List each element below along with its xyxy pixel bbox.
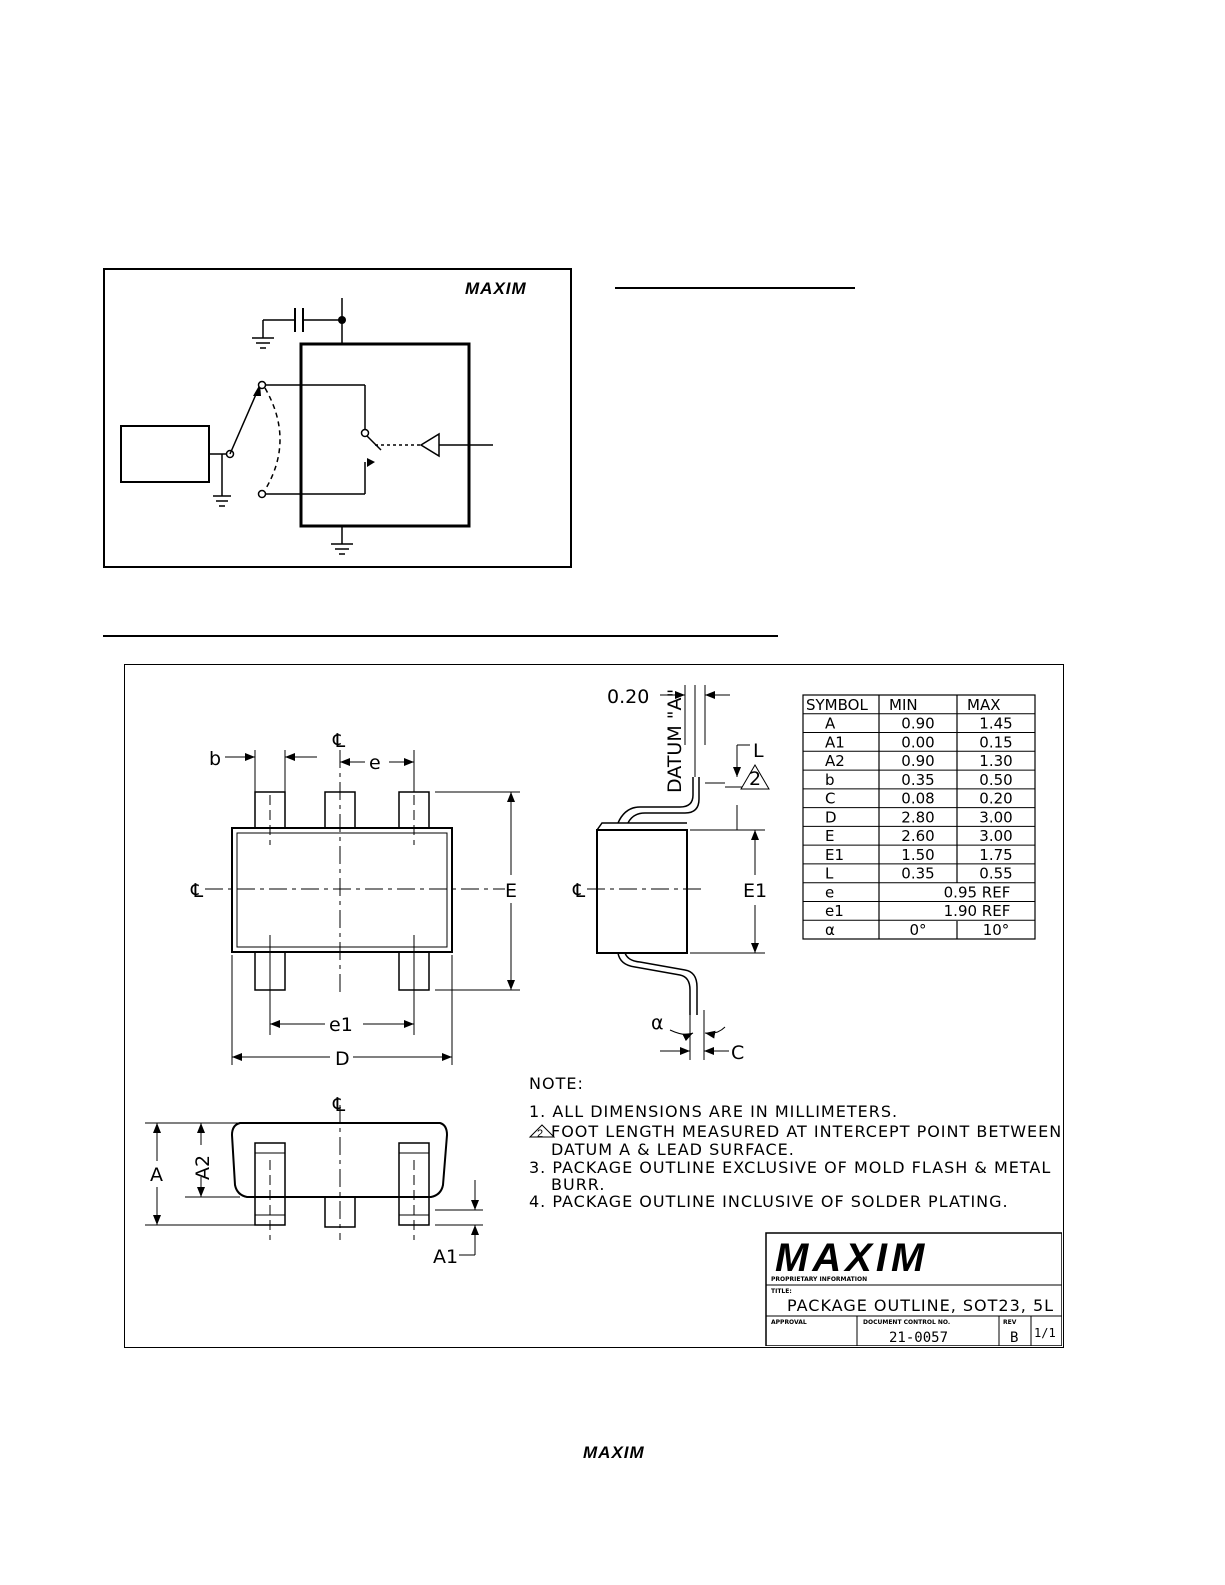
note-4: 4. PACKAGE OUTLINE INCLUSIVE OF SOLDER P… xyxy=(529,1192,1009,1211)
table-cell-max: 0.15 xyxy=(979,733,1012,751)
ic-box xyxy=(299,342,471,528)
footer-logo: MAXIM xyxy=(583,1443,645,1462)
table-cell-max: 3.00 xyxy=(979,827,1012,845)
end-view xyxy=(145,1105,483,1256)
section-rule-package xyxy=(103,635,778,637)
approval-label: APPROVAL xyxy=(771,1319,807,1326)
dim-E1-label: E1 xyxy=(743,880,767,902)
section-rule-right xyxy=(615,287,855,289)
centerline-symbol: ℄ xyxy=(332,730,346,752)
doc-control-number: 21-0057 xyxy=(889,1330,948,1346)
table-cell-symbol: A2 xyxy=(825,752,845,770)
table-cell-symbol: A xyxy=(825,715,836,733)
dim-A-label: A xyxy=(150,1164,163,1186)
table-cell-symbol: L xyxy=(825,865,834,883)
note-2a: FOOT LENGTH MEASURED AT INTERCEPT POINT … xyxy=(551,1122,1062,1141)
table-cell-symbol: α xyxy=(825,921,835,939)
table-cell-min: 0° xyxy=(909,921,926,939)
maxim-logo: MAXIM xyxy=(465,279,527,298)
dim-A2-label: A2 xyxy=(192,1155,214,1180)
tolerance-label: 0.20 xyxy=(607,686,649,708)
datum-label: DATUM "A" xyxy=(664,689,686,793)
table-cell-min: 0.35 xyxy=(901,865,934,883)
note-3b: BURR. xyxy=(551,1175,605,1194)
package-drawing: b e ℄ ℄ E e1 D xyxy=(124,664,1064,1348)
table-cell-symbol: e xyxy=(825,883,834,901)
circuit-figure: MAXIM xyxy=(103,268,572,568)
note-3a: 3. PACKAGE OUTLINE EXCLUSIVE OF MOLD FLA… xyxy=(529,1158,1051,1177)
title-block: MAXIM PROPRIETARY INFORMATION TITLE: PAC… xyxy=(765,1232,1063,1347)
table-cell-min: 0.90 xyxy=(901,715,934,733)
ground-icon xyxy=(252,337,274,349)
proprietary-label: PROPRIETARY INFORMATION xyxy=(771,1276,867,1283)
note2-marker: 2 xyxy=(749,768,761,790)
notes-title: NOTE: xyxy=(529,1074,584,1093)
title-label: TITLE: xyxy=(771,1288,792,1295)
dim-L-label: L xyxy=(753,740,764,762)
table-cell-max: 1.75 xyxy=(979,846,1012,864)
dim-E-label: E xyxy=(505,880,517,902)
dim-e1-label: e1 xyxy=(329,1014,353,1036)
centerline-symbol: ℄ xyxy=(190,880,204,902)
sheet-number: 1/1 xyxy=(1034,1326,1056,1340)
table-cell-max: 1.45 xyxy=(979,715,1012,733)
ground-icon xyxy=(331,543,353,555)
package-outline-svg: b e ℄ ℄ E e1 D xyxy=(145,685,1063,1347)
centerline-symbol: ℄ xyxy=(572,880,586,902)
table-cell-min: 0.35 xyxy=(901,771,934,789)
dim-A1-label: A1 xyxy=(433,1246,458,1268)
ground-icon xyxy=(213,495,231,507)
dim-alpha-label: α xyxy=(651,1012,664,1034)
table-header-max: MAX xyxy=(967,696,1000,714)
table-header-symbol: SYMBOL xyxy=(806,696,868,714)
dim-e-label: e xyxy=(369,752,381,774)
dim-D-label: D xyxy=(335,1048,350,1070)
centerline-symbol: ℄ xyxy=(332,1094,346,1116)
circuit-schematic: MAXIM xyxy=(120,279,527,555)
table-cell-max: 0.20 xyxy=(979,790,1012,808)
note-1: 1. ALL DIMENSIONS ARE IN MILLIMETERS. xyxy=(529,1102,898,1121)
table-cell-symbol: e1 xyxy=(825,902,844,920)
table-cell-symbol: D xyxy=(825,808,837,826)
table-cell-max: 3.00 xyxy=(979,808,1012,826)
top-view xyxy=(205,750,520,1065)
note2-marker-inline: 2 xyxy=(537,1128,543,1140)
doc-control-label: DOCUMENT CONTROL NO. xyxy=(863,1319,950,1326)
table-cell-ref: 1.90 REF xyxy=(944,902,1011,920)
table-cell-symbol: A1 xyxy=(825,733,845,751)
table-cell-min: 2.60 xyxy=(901,827,934,845)
table-cell-min: 0.90 xyxy=(901,752,934,770)
title-block-logo: MAXIM xyxy=(775,1236,928,1280)
table-cell-max: 10° xyxy=(983,921,1010,939)
left-block xyxy=(120,425,210,483)
table-cell-symbol: E xyxy=(825,827,834,845)
table-cell-ref: 0.95 REF xyxy=(944,883,1011,901)
table-cell-symbol: C xyxy=(825,790,835,808)
table-cell-min: 1.50 xyxy=(901,846,934,864)
rev-value: B xyxy=(1010,1330,1018,1346)
table-cell-symbol: b xyxy=(825,771,835,789)
rev-label: REV xyxy=(1003,1319,1017,1326)
table-cell-min: 0.08 xyxy=(901,790,934,808)
table-header-min: MIN xyxy=(889,696,918,714)
dim-C-label: C xyxy=(731,1042,744,1064)
table-cell-min: 2.80 xyxy=(901,808,934,826)
drawing-title: PACKAGE OUTLINE, SOT23, 5L xyxy=(787,1296,1054,1315)
table-cell-max: 1.30 xyxy=(979,752,1012,770)
dim-b-label: b xyxy=(209,748,221,770)
buffer-symbol xyxy=(419,432,440,458)
table-cell-max: 0.50 xyxy=(979,771,1012,789)
table-cell-min: 0.00 xyxy=(901,733,934,751)
notes-block: NOTE: 1. ALL DIMENSIONS ARE IN MILLIMETE… xyxy=(528,1074,1062,1211)
note-2b: DATUM A & LEAD SURFACE. xyxy=(551,1140,795,1159)
table-cell-symbol: E1 xyxy=(825,846,844,864)
side-view xyxy=(587,685,770,1060)
table-cell-max: 0.55 xyxy=(979,865,1012,883)
